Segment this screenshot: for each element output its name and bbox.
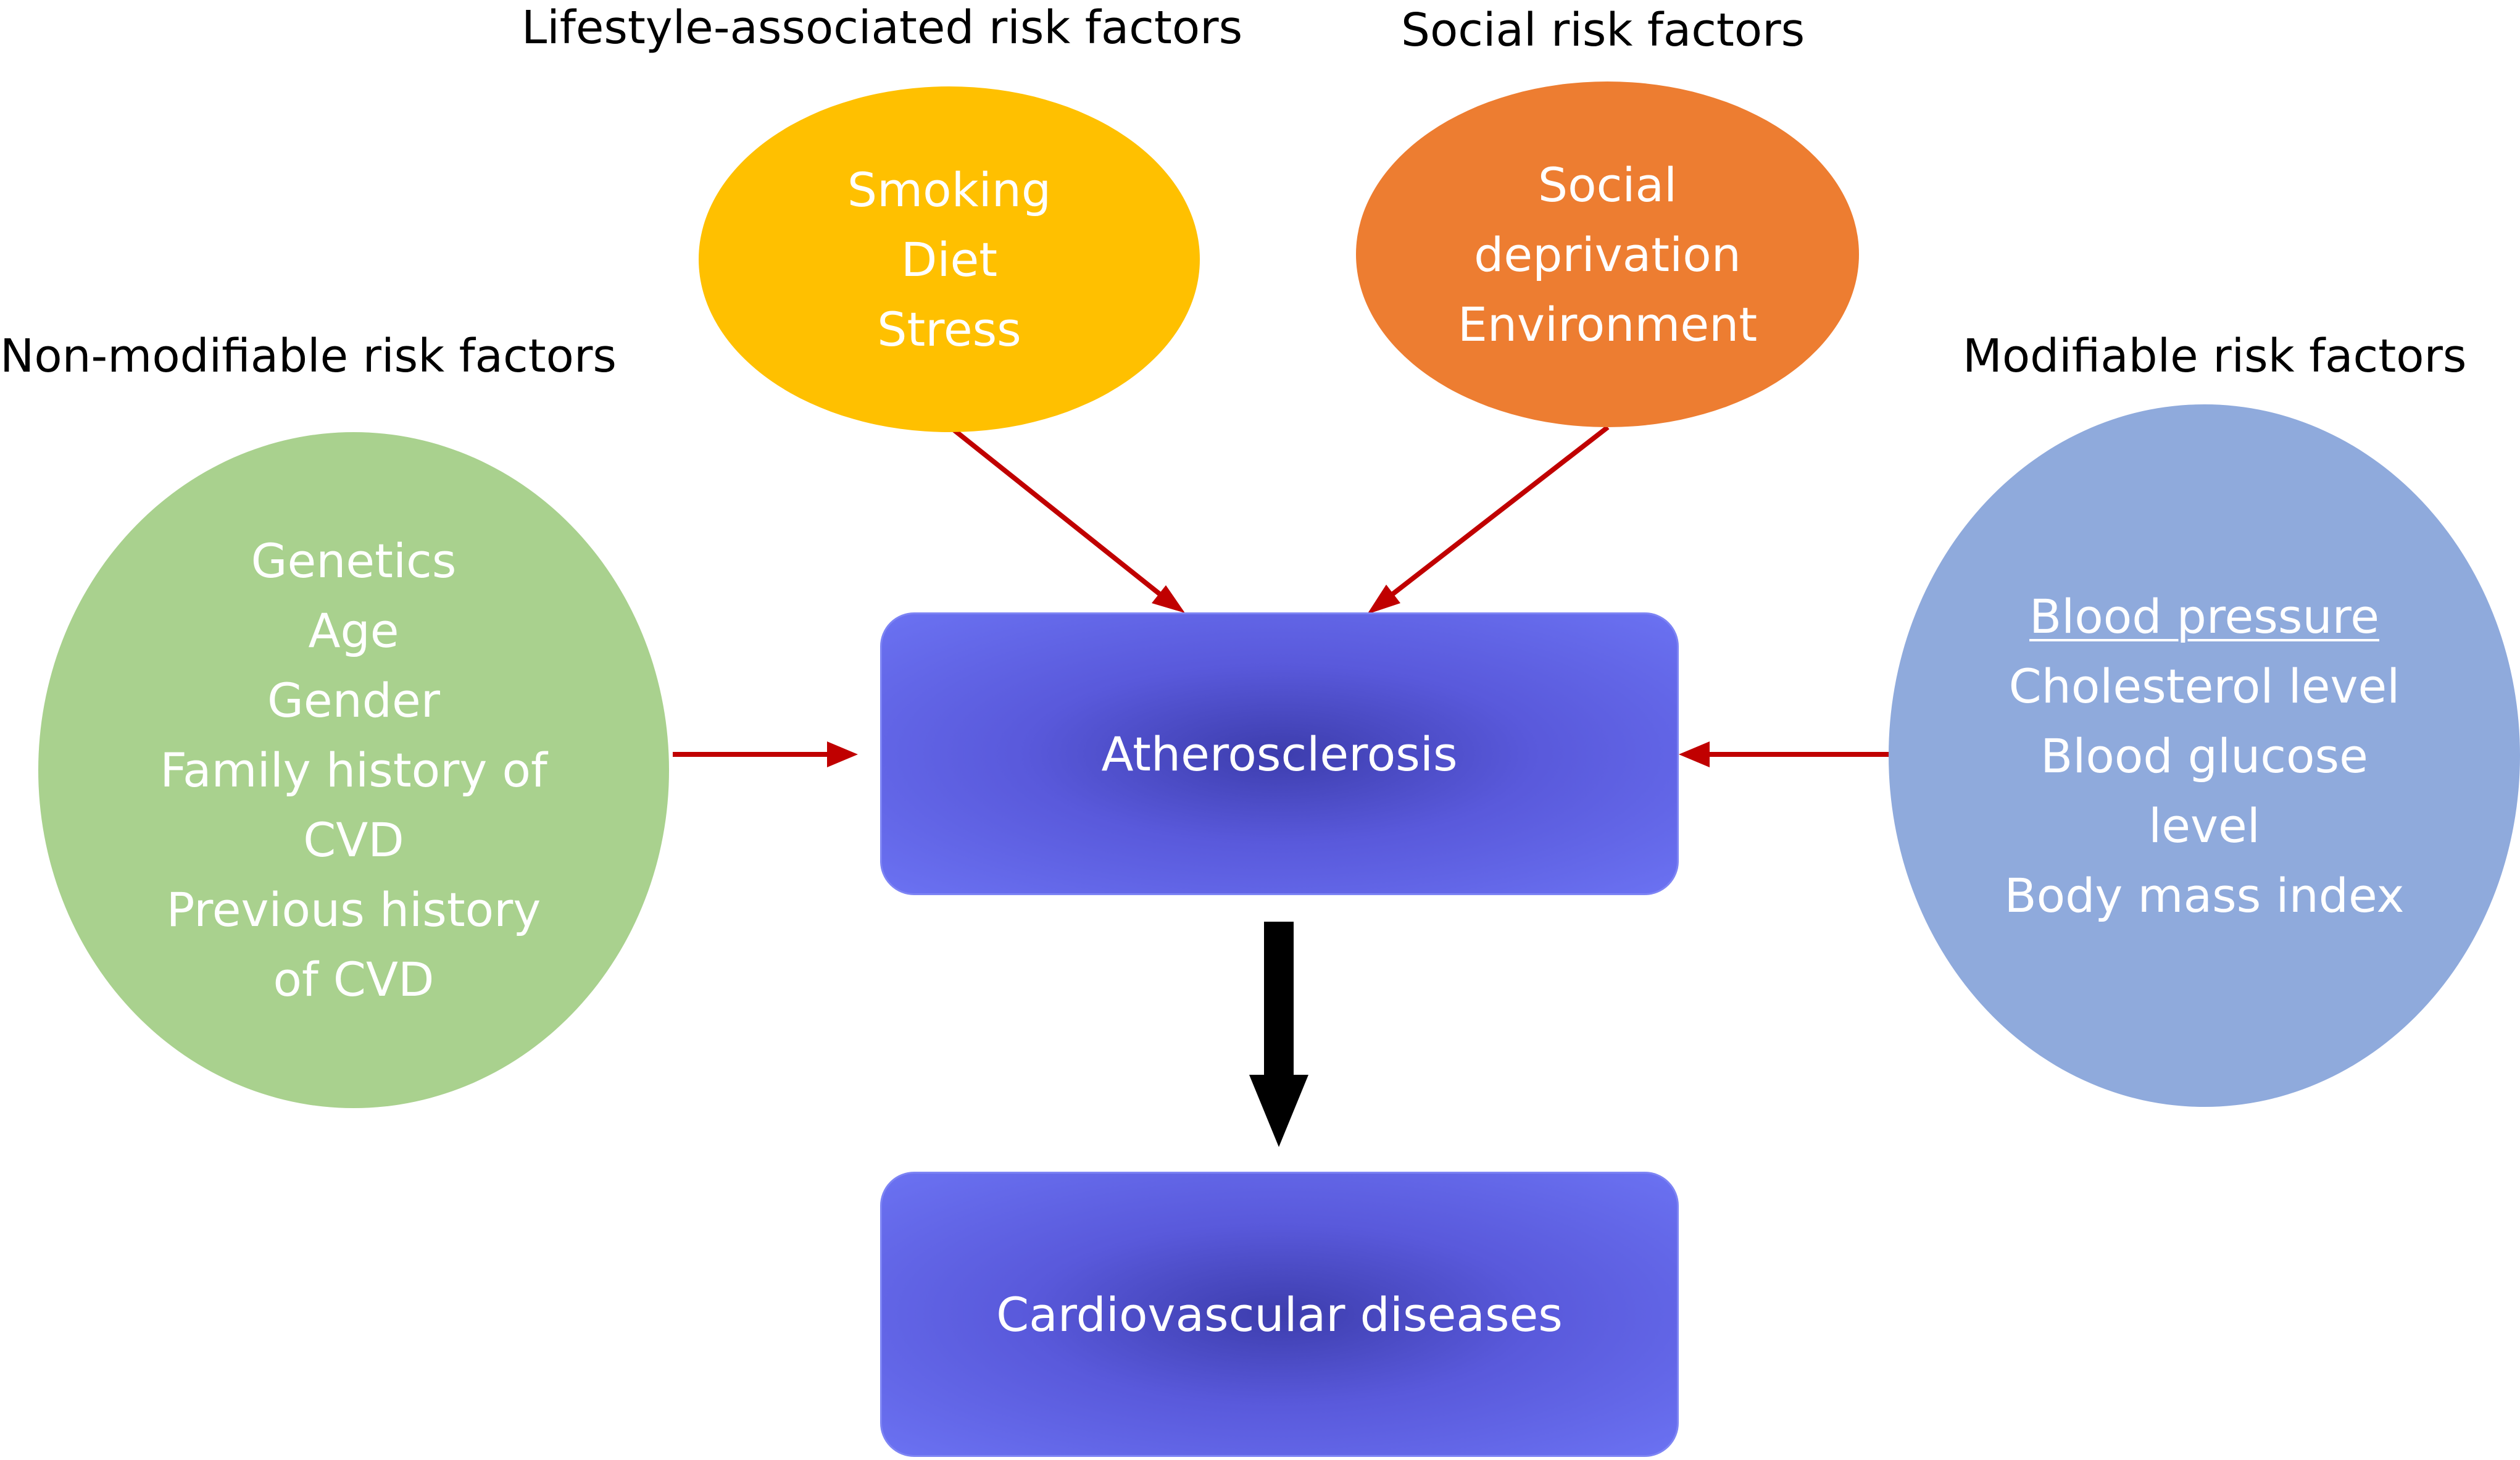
non-modifiable-risk-factors-node: Genetics Age Gender Family history of CV… <box>38 432 669 1108</box>
lifestyle-item: Stress <box>877 301 1021 357</box>
modifiable-risk-factors-title: Modifiable risk factors <box>1963 330 2467 383</box>
modifiable-item: level <box>2148 798 2260 853</box>
arrow-atherosclerosis-to-cvd <box>1249 922 1308 1147</box>
cardiovascular-diseases-box: Cardiovascular diseases <box>880 1172 1679 1457</box>
non-modifiable-risk-factors-title: Non-modifiable risk factors <box>0 330 617 383</box>
lifestyle-risk-factors-title: Lifestyle-associated risk factors <box>522 1 1243 54</box>
social-item: Environment <box>1457 296 1758 352</box>
non-modifiable-item: of CVD <box>273 952 435 1007</box>
modifiable-item: Blood glucose <box>2040 728 2368 783</box>
arrow-nonmodifiable-to-atherosclerosis <box>673 741 858 767</box>
modifiable-item: Cholesterol level <box>2008 658 2400 714</box>
non-modifiable-item: CVD <box>303 812 404 867</box>
modifiable-item: Body mass index <box>2004 867 2405 923</box>
social-risk-factors-node: Social deprivation Environment <box>1356 81 1859 427</box>
arrow-modifiable-to-atherosclerosis <box>1679 741 1890 767</box>
lifestyle-item: Diet <box>900 232 998 287</box>
atherosclerosis-label: Atherosclerosis <box>1101 726 1458 782</box>
non-modifiable-item: Gender <box>267 673 441 728</box>
modifiable-risk-factors-node: Blood pressure Cholesterol level Blood g… <box>1889 404 2520 1107</box>
non-modifiable-item: Genetics <box>251 533 457 588</box>
modifiable-item: Blood pressure <box>2029 588 2379 644</box>
cardiovascular-diseases-label: Cardiovascular diseases <box>996 1287 1563 1342</box>
social-item: deprivation <box>1474 227 1741 282</box>
lifestyle-risk-factors-node: Smoking Diet Stress <box>699 86 1200 432</box>
social-item: Social <box>1537 157 1678 212</box>
non-modifiable-item: Family history of <box>160 743 547 798</box>
atherosclerosis-box: Atherosclerosis <box>880 612 1679 895</box>
arrow-lifestyle-to-atherosclerosis <box>949 425 1185 613</box>
non-modifiable-item: Age <box>308 603 399 658</box>
arrow-social-to-atherosclerosis <box>1367 425 1610 614</box>
lifestyle-item: Smoking <box>847 162 1052 217</box>
social-risk-factors-title: Social risk factors <box>1401 4 1805 57</box>
non-modifiable-item: Previous history <box>166 882 541 937</box>
